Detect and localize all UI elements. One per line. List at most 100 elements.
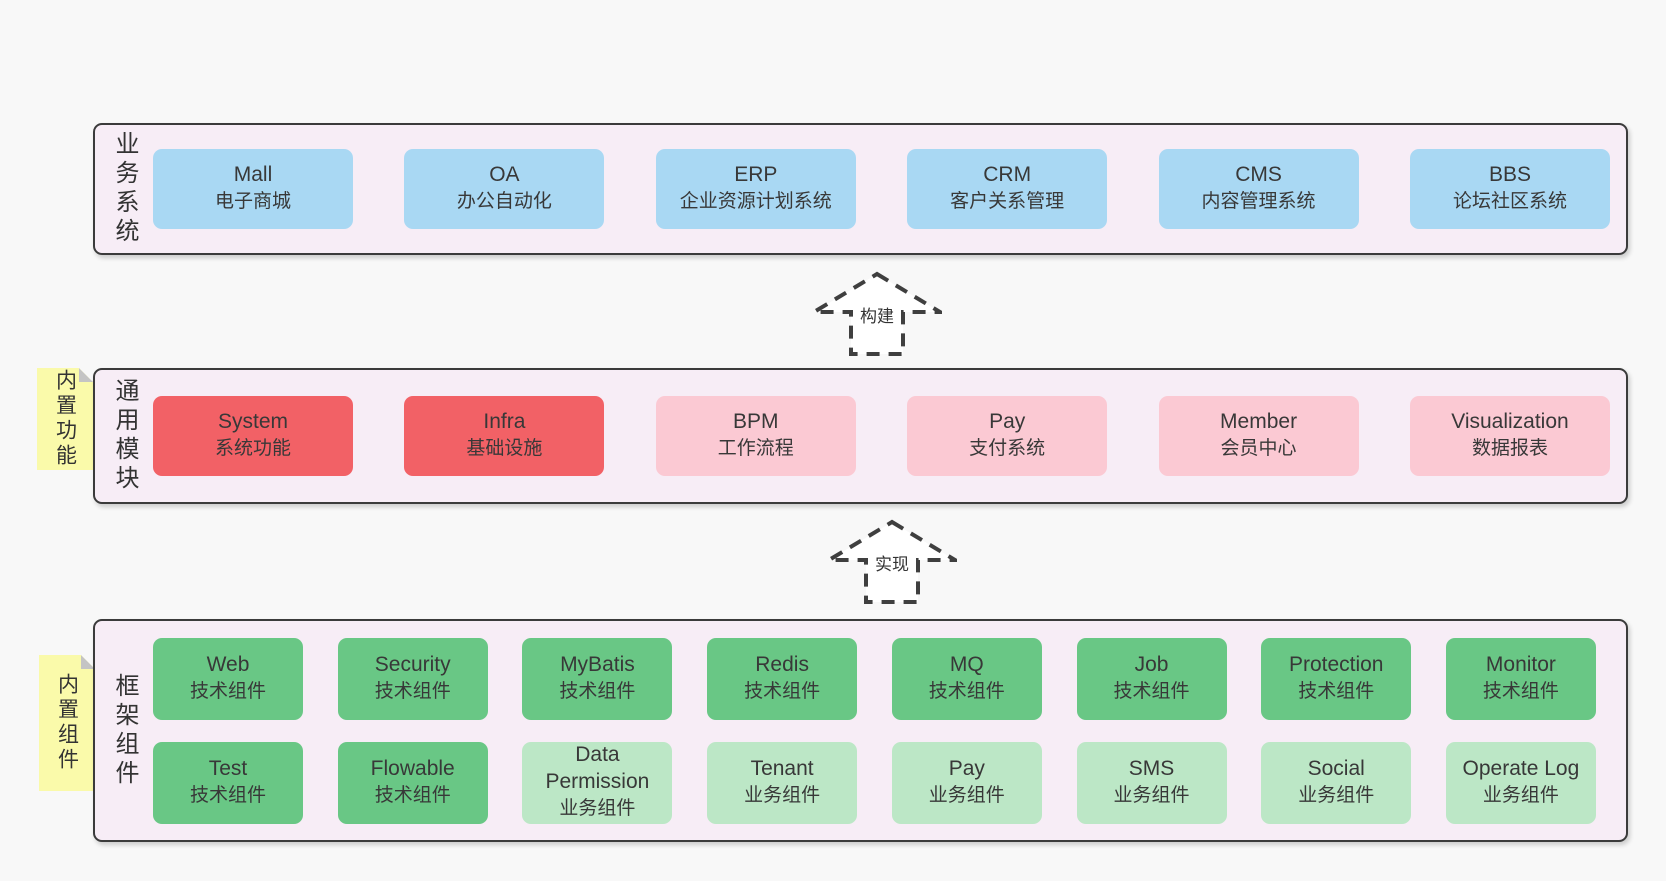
box-protection-subtitle: 技术组件 (1298, 680, 1375, 702)
box-cms-title: CMS (1235, 163, 1282, 187)
box-data-permission-subtitle: 业务组件 (559, 798, 636, 820)
box-infra-subtitle: 基础设施 (466, 438, 543, 460)
box-pay-component: Pay 业务组件 (891, 741, 1042, 824)
box-pay-module: Pay 支付系统 (907, 396, 1108, 476)
box-security-title: Security (374, 652, 451, 676)
note-built-in-features: 内置功能 (37, 368, 93, 470)
box-monitor-title: Monitor (1485, 652, 1556, 676)
box-job-subtitle: 技术组件 (1113, 680, 1190, 702)
box-redis: Redis 技术组件 (707, 637, 858, 720)
box-tenant-title: Tenant (750, 756, 814, 780)
box-system-title: System (217, 410, 288, 434)
box-oa-subtitle: 办公自动化 (456, 191, 552, 213)
framework-components-row-1: Web 技术组件 Security 技术组件 MyBatis 技术组件 Redi… (153, 637, 1596, 720)
band-framework-components: 框架组件 Web 技术组件 Security 技术组件 MyBatis 技术组件… (93, 619, 1628, 842)
arrow-build: 构建 (812, 271, 942, 357)
box-social: Social 业务组件 (1261, 741, 1412, 824)
box-mq-title: MQ (949, 652, 984, 676)
band-business-systems: 业务系统 Mall 电子商城 OA 办公自动化 ERP 企业资源计划系统 CRM… (93, 123, 1628, 255)
box-operate-log: Operate Log 业务组件 (1445, 741, 1596, 824)
box-security-subtitle: 技术组件 (374, 680, 451, 702)
box-mybatis-title: MyBatis (560, 652, 635, 676)
arrow-implement-label: 实现 (870, 553, 914, 578)
box-cms: CMS 内容管理系统 (1158, 149, 1359, 229)
folded-corner-icon (79, 368, 93, 382)
box-mall: Mall 电子商城 (153, 149, 353, 229)
box-sms-subtitle: 业务组件 (1113, 784, 1190, 806)
box-bbs: BBS 论坛社区系统 (1409, 149, 1610, 229)
box-erp-subtitle: 企业资源计划系统 (679, 191, 832, 213)
note-built-in-components-label: 内置组件 (55, 673, 79, 773)
box-operate-log-title: Operate Log (1462, 756, 1580, 780)
band-framework-label-wrap: 框架组件 (95, 621, 153, 840)
band-business-label: 业务系统 (111, 131, 138, 247)
box-sms: SMS 业务组件 (1076, 741, 1227, 824)
box-pay-component-title: Pay (948, 756, 985, 780)
box-mq-subtitle: 技术组件 (928, 680, 1005, 702)
box-security: Security 技术组件 (337, 637, 488, 720)
box-crm-subtitle: 客户关系管理 (950, 191, 1065, 213)
box-test: Test 技术组件 (153, 741, 303, 824)
box-bbs-subtitle: 论坛社区系统 (1452, 191, 1567, 213)
box-redis-title: Redis (755, 652, 809, 676)
box-erp-title: ERP (734, 163, 778, 187)
box-web-title: Web (206, 652, 250, 676)
box-mybatis-subtitle: 技术组件 (559, 680, 636, 702)
box-mq: MQ 技术组件 (891, 637, 1042, 720)
common-modules-row: System 系统功能 Infra 基础设施 BPM 工作流程 Pay 支付系统… (153, 370, 1626, 502)
box-crm-title: CRM (983, 163, 1032, 187)
box-flowable-subtitle: 技术组件 (374, 784, 451, 806)
box-test-title: Test (208, 756, 248, 780)
box-erp: ERP 企业资源计划系统 (655, 149, 856, 229)
framework-components-rows: Web 技术组件 Security 技术组件 MyBatis 技术组件 Redi… (153, 621, 1626, 840)
box-crm: CRM 客户关系管理 (907, 149, 1108, 229)
box-mybatis: MyBatis 技术组件 (522, 637, 673, 720)
box-test-subtitle: 技术组件 (189, 784, 266, 806)
band-business-label-wrap: 业务系统 (95, 125, 153, 253)
box-visualization-title: Visualization (1451, 410, 1569, 434)
box-tenant: Tenant 业务组件 (707, 741, 858, 824)
box-monitor-subtitle: 技术组件 (1482, 680, 1559, 702)
band-common-label: 通用模块 (111, 378, 138, 494)
box-tenant-subtitle: 业务组件 (744, 784, 821, 806)
box-oa-title: OA (489, 163, 520, 187)
box-bpm: BPM 工作流程 (655, 396, 856, 476)
box-mall-title: Mall (233, 163, 273, 187)
box-operate-log-subtitle: 业务组件 (1482, 784, 1559, 806)
box-social-subtitle: 业务组件 (1298, 784, 1375, 806)
box-protection-title: Protection (1288, 652, 1384, 676)
box-member-subtitle: 会员中心 (1220, 438, 1297, 460)
note-built-in-components: 内置组件 (39, 655, 95, 791)
box-member-title: Member (1220, 410, 1298, 434)
box-redis-subtitle: 技术组件 (744, 680, 821, 702)
box-oa: OA 办公自动化 (404, 149, 605, 229)
box-visualization: Visualization 数据报表 (1409, 396, 1610, 476)
box-infra-title: Infra (483, 410, 526, 434)
box-social-title: Social (1307, 756, 1365, 780)
arrow-build-label: 构建 (855, 305, 899, 330)
box-visualization-subtitle: 数据报表 (1471, 438, 1548, 460)
box-data-permission: Data Permission 业务组件 (522, 741, 673, 824)
box-monitor: Monitor 技术组件 (1445, 637, 1596, 720)
box-infra: Infra 基础设施 (404, 396, 605, 476)
band-common-label-wrap: 通用模块 (95, 370, 153, 502)
box-data-permission-title: Data Permission (545, 743, 650, 794)
framework-components-row-2: Test 技术组件 Flowable 技术组件 Data Permission … (153, 741, 1596, 824)
box-bpm-title: BPM (733, 410, 779, 434)
box-job: Job 技术组件 (1076, 637, 1227, 720)
box-system-subtitle: 系统功能 (214, 438, 291, 460)
box-job-title: Job (1134, 652, 1169, 676)
box-pay-module-title: Pay (989, 410, 1026, 434)
box-system: System 系统功能 (153, 396, 353, 476)
box-sms-title: SMS (1128, 756, 1175, 780)
box-cms-subtitle: 内容管理系统 (1201, 191, 1316, 213)
band-framework-label: 框架组件 (111, 672, 138, 789)
box-bpm-subtitle: 工作流程 (717, 438, 794, 460)
box-web: Web 技术组件 (153, 637, 303, 720)
box-flowable: Flowable 技术组件 (337, 741, 488, 824)
box-web-subtitle: 技术组件 (189, 680, 266, 702)
business-systems-row: Mall 电子商城 OA 办公自动化 ERP 企业资源计划系统 CRM 客户关系… (153, 125, 1626, 253)
box-member: Member 会员中心 (1158, 396, 1359, 476)
box-pay-module-subtitle: 支付系统 (969, 438, 1046, 460)
box-flowable-title: Flowable (370, 756, 455, 780)
